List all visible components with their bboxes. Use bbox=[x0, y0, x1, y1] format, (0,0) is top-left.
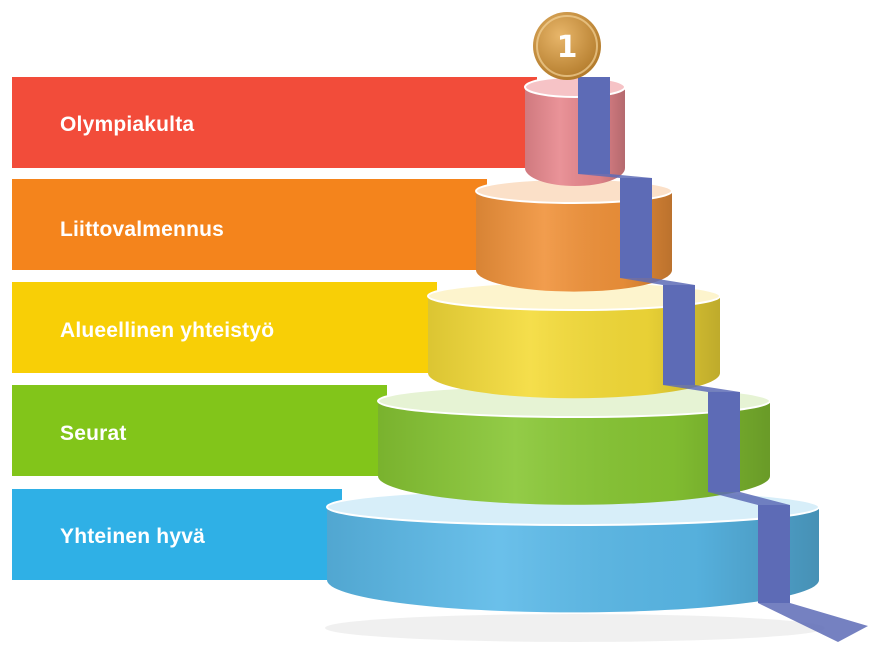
tier-alueellinen-yhteistyo: Alueellinen yhteistyö bbox=[12, 281, 721, 399]
tier-label: Alueellinen yhteistyö bbox=[60, 319, 274, 342]
tier-side-shade bbox=[428, 296, 720, 399]
tier-band bbox=[12, 77, 537, 168]
tier-band bbox=[12, 179, 487, 270]
tier-label: Olympiakulta bbox=[60, 113, 194, 136]
gold-medal: 1 bbox=[533, 12, 601, 80]
medal-rim bbox=[536, 15, 598, 77]
medal-disc bbox=[533, 12, 601, 80]
ribbon-segment bbox=[578, 77, 610, 174]
ribbon-segment bbox=[620, 178, 652, 278]
tier-yhteinen-hyva: Yhteinen hyvä bbox=[12, 488, 820, 613]
tier-side-shade bbox=[378, 401, 770, 505]
floor-shadow bbox=[325, 614, 825, 642]
tier-band bbox=[12, 489, 342, 580]
ribbon-segment bbox=[758, 603, 868, 642]
ribbon-segment bbox=[620, 278, 695, 285]
ribbon bbox=[578, 77, 868, 642]
tier-liittovalmennus: Liittovalmennus bbox=[12, 178, 673, 292]
tier-band bbox=[12, 282, 437, 373]
tier-seurat: Seurat bbox=[12, 384, 771, 505]
ribbon-segment bbox=[758, 505, 790, 603]
ribbon-segment bbox=[578, 174, 652, 178]
tier-label: Yhteinen hyvä bbox=[60, 525, 205, 548]
ribbon-segment bbox=[708, 392, 740, 492]
tier-label: Seurat bbox=[60, 422, 127, 445]
tier-band bbox=[12, 385, 387, 476]
tier-label: Liittovalmennus bbox=[60, 218, 224, 241]
ribbon-segment bbox=[663, 385, 740, 392]
ribbon-segment bbox=[663, 285, 695, 385]
medal-number: 1 bbox=[557, 30, 578, 65]
ribbon-segment bbox=[708, 492, 790, 505]
tier-side-shade bbox=[327, 507, 819, 613]
tier-olympiakulta: Olympiakulta bbox=[12, 76, 626, 186]
